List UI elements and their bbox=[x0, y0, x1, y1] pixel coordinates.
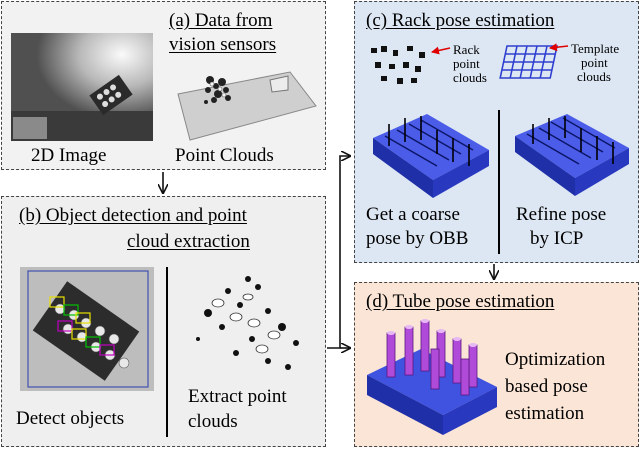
panel-c-caption-coarse-line2: pose by OBB bbox=[366, 228, 469, 249]
panel-a-vision-sensors: (a) Data from vision sensors bbox=[1, 1, 326, 170]
arrow-template-label bbox=[549, 43, 569, 52]
panel-c-rack-pose: (c) Rack pose estimation Rack point clou… bbox=[354, 1, 639, 263]
template-label-line3: clouds bbox=[577, 69, 611, 84]
rack-label-line1: Rack bbox=[453, 42, 480, 57]
template-label-line2: point bbox=[581, 55, 608, 70]
panel-d-caption-line3: estimation bbox=[505, 403, 585, 424]
rack-label-line3: clouds bbox=[453, 70, 487, 85]
arrow-rack-label bbox=[431, 46, 451, 55]
panel-b-object-detection: (b) Object detection and point cloud ext… bbox=[1, 196, 326, 447]
detection-result-image bbox=[20, 267, 154, 391]
coarse-obb-rack-image bbox=[367, 110, 491, 200]
panel-b-divider bbox=[166, 267, 168, 437]
panel-a-title-line1: (a) Data from bbox=[169, 10, 273, 31]
panel-c-caption-coarse-line1: Get a coarse bbox=[366, 204, 460, 225]
panel-b-title-line2: cloud extraction bbox=[127, 231, 250, 252]
panel-a-caption-point-clouds: Point Clouds bbox=[175, 145, 274, 166]
icp-refined-rack-image bbox=[509, 110, 633, 200]
panel-d-caption-line1: Optimization bbox=[505, 349, 606, 370]
panel-b-caption-detect-objects: Detect objects bbox=[16, 408, 125, 429]
rack-point-cloud-image bbox=[367, 42, 433, 90]
panel-c-title: (c) Rack pose estimation bbox=[366, 10, 555, 31]
template-label-line1: Template bbox=[571, 41, 620, 56]
panel-b-title-line1: (b) Object detection and point bbox=[19, 205, 247, 226]
panel-b-caption-extract-line1: Extract point bbox=[188, 386, 287, 407]
tube-pose-result-image bbox=[361, 319, 501, 439]
panel-a-title-line2: vision sensors bbox=[169, 34, 277, 55]
panel-d-tube-pose: (d) Tube pose estimation Optimiz bbox=[354, 282, 639, 447]
panel-c-caption-refine-line1: Refine pose bbox=[516, 204, 607, 225]
panel-b-caption-extract-line2: clouds bbox=[188, 411, 238, 432]
raw-point-cloud-image bbox=[170, 62, 318, 142]
arrow-b-to-c-d bbox=[327, 156, 350, 349]
panel-a-caption-2d-image: 2D Image bbox=[31, 145, 107, 166]
panel-d-caption-line2: based pose bbox=[505, 376, 588, 397]
template-point-cloud-image bbox=[495, 42, 559, 82]
panel-c-caption-refine-line2: by ICP bbox=[530, 228, 584, 249]
panel-c-divider bbox=[498, 110, 500, 254]
extracted-point-cloud-image bbox=[178, 269, 318, 381]
rack-label-line2: point bbox=[453, 56, 480, 71]
panel-d-title: (d) Tube pose estimation bbox=[366, 291, 555, 312]
2d-camera-image bbox=[11, 33, 153, 141]
